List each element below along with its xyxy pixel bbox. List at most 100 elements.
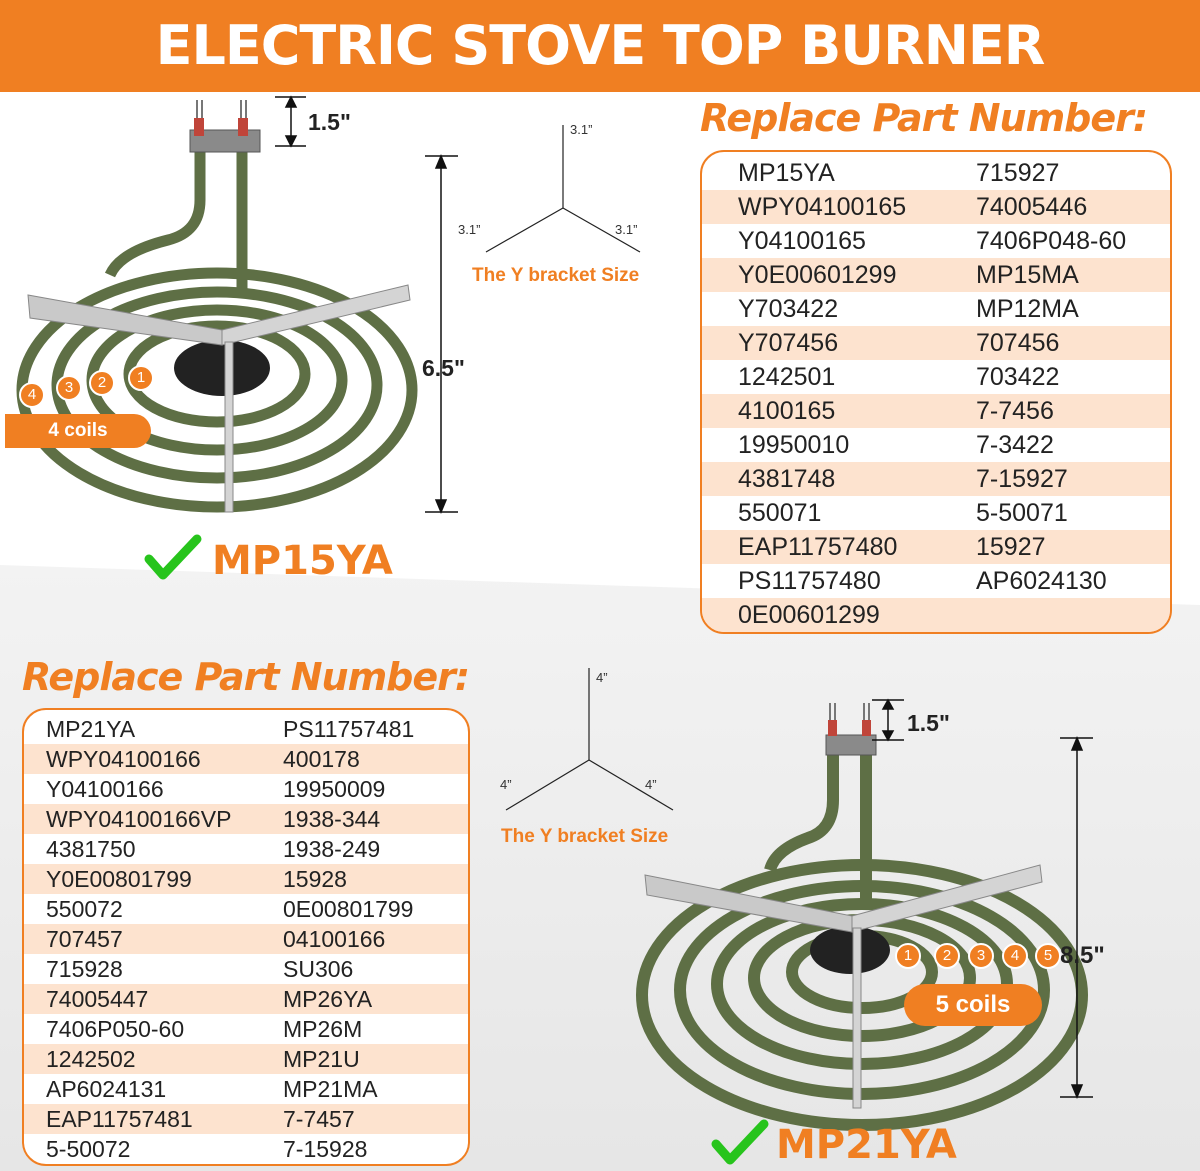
table-row: 4381748 7-15927 <box>702 462 1170 496</box>
part-number-cell: WPY04100165 <box>738 193 907 221</box>
banner-title: ELECTRIC STOVE TOP BURNER REPLACEMENT <box>0 0 1200 169</box>
part-number-cell: 4381750 <box>46 836 136 862</box>
part-number-cell: AP6024131 <box>46 1076 167 1102</box>
part-number-cell: MP15MA <box>976 261 1079 289</box>
table-row: PS11757480 AP6024130 <box>702 564 1170 598</box>
table-row: 19950010 7-3422 <box>702 428 1170 462</box>
top-bracket-right: 3.1” <box>615 222 638 237</box>
table-row: 0E00601299 <box>702 598 1170 632</box>
table-row: 5-50072 7-15928 <box>24 1134 468 1164</box>
part-number-cell: 15927 <box>976 533 1046 561</box>
part-number-cell: Y0E00601299 <box>738 261 897 289</box>
coil-number-badge: 2 <box>934 943 960 969</box>
table-row: WPY04100166VP 1938-344 <box>24 804 468 834</box>
part-number-cell: PS11757481 <box>283 716 415 742</box>
part-number-cell: 1938-344 <box>283 806 381 832</box>
part-number-cell: 703422 <box>976 363 1060 391</box>
coil-number-badge: 3 <box>56 375 82 401</box>
top-terminal-height: 1.5" <box>308 109 351 135</box>
part-number-cell: 550071 <box>738 499 822 527</box>
table-row: MP21YA PS11757481 <box>24 714 468 744</box>
part-number-cell: WPY04100166 <box>46 746 201 772</box>
part-number-cell: 5-50072 <box>46 1136 131 1162</box>
part-number-cell: 1938-249 <box>283 836 381 862</box>
bottom-heading: Replace Part Number: <box>22 655 470 699</box>
part-number-cell: 400178 <box>283 746 360 772</box>
bottom-bracket-left: 4” <box>500 777 512 792</box>
table-row: MP15YA 715927 <box>702 156 1170 190</box>
part-number-cell: 7-15927 <box>976 465 1068 493</box>
part-number-cell: MP21MA <box>283 1076 378 1102</box>
check-icon <box>711 1119 769 1165</box>
part-number-cell: Y703422 <box>738 295 839 323</box>
part-number-cell: 7406P050-60 <box>46 1016 185 1042</box>
coil-number-badge: 3 <box>968 943 994 969</box>
part-number-cell: MP26YA <box>283 986 373 1012</box>
part-number-cell: 7-15928 <box>283 1136 368 1162</box>
part-number-cell: Y0E00801799 <box>46 866 192 892</box>
table-row: 1242501 703422 <box>702 360 1170 394</box>
part-number-cell: 74005446 <box>976 193 1088 221</box>
part-number-cell: 715927 <box>976 159 1060 187</box>
part-number-cell: 7-7457 <box>283 1106 355 1132</box>
top-model-name: MP15YA <box>212 538 393 584</box>
table-row: 550072 0E00801799 <box>24 894 468 924</box>
bottom-coils-label: 5 coils <box>904 984 1042 1026</box>
part-number-cell: MP21YA <box>46 716 136 742</box>
part-number-cell: 550072 <box>46 896 123 922</box>
part-number-cell: 15928 <box>283 866 347 892</box>
bottom-diameter: 8.5" <box>1060 942 1105 969</box>
part-number-cell: 715928 <box>46 956 123 982</box>
part-number-cell: 4100165 <box>738 397 836 425</box>
part-number-cell: WPY04100166VP <box>46 806 232 832</box>
top-coils-label: 4 coils <box>5 414 151 448</box>
part-number-cell: SU306 <box>283 956 354 982</box>
coil-number-badge: 4 <box>19 382 45 408</box>
table-row: Y0E00801799 15928 <box>24 864 468 894</box>
part-number-cell: 1242501 <box>738 363 836 391</box>
part-number-cell: MP15YA <box>738 159 835 187</box>
part-number-cell: 4381748 <box>738 465 836 493</box>
table-row: 74005447 MP26YA <box>24 984 468 1014</box>
table-row: 4100165 7-7456 <box>702 394 1170 428</box>
part-number-cell: 0E00801799 <box>283 896 414 922</box>
part-number-cell: 19950010 <box>738 431 850 459</box>
part-number-cell: 74005447 <box>46 986 149 1012</box>
top-diameter: 6.5" <box>422 355 465 381</box>
table-row: Y0E00601299 MP15MA <box>702 258 1170 292</box>
part-number-cell: 0E00601299 <box>738 601 880 629</box>
top-bracket-caption: The Y bracket Size <box>472 265 640 286</box>
top-heading: Replace Part Number: <box>700 96 1148 140</box>
table-row: 4381750 1938-249 <box>24 834 468 864</box>
coil-number-badge: 2 <box>89 370 115 396</box>
part-number-cell: 1242502 <box>46 1046 136 1072</box>
part-number-cell: PS11757480 <box>738 567 881 595</box>
part-number-cell: 7-3422 <box>976 431 1054 459</box>
part-number-cell: AP6024130 <box>976 567 1107 595</box>
coil-number-badge: 4 <box>1002 943 1028 969</box>
part-number-cell: MP12MA <box>976 295 1079 323</box>
table-row: 707457 04100166 <box>24 924 468 954</box>
part-number-cell: Y04100165 <box>738 227 866 255</box>
part-number-cell: 04100166 <box>283 926 386 952</box>
table-row: EAP11757480 15927 <box>702 530 1170 564</box>
part-number-cell: 7-7456 <box>976 397 1054 425</box>
bottom-terminal-height: 1.5" <box>907 710 950 736</box>
bottom-bracket-top: 4” <box>596 670 608 685</box>
part-number-cell: Y04100166 <box>46 776 164 802</box>
part-number-cell: Y707456 <box>738 329 839 357</box>
bottom-model-name: MP21YA <box>776 1122 957 1168</box>
part-number-cell: 707457 <box>46 926 123 952</box>
part-number-cell: EAP11757480 <box>738 533 898 561</box>
coil-number-badge: 5 <box>1035 943 1061 969</box>
part-number-cell: 19950009 <box>283 776 386 802</box>
coil-number-badge: 1 <box>128 365 154 391</box>
part-number-cell: EAP11757481 <box>46 1106 193 1132</box>
check-icon <box>144 534 202 580</box>
